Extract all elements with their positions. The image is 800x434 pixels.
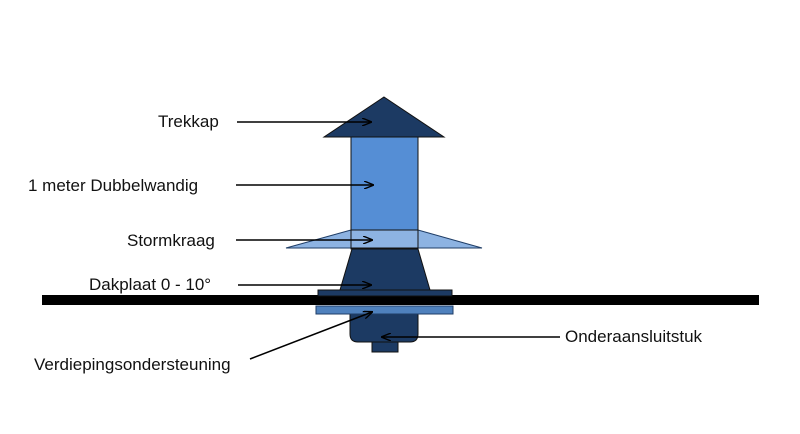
roof-plate-flange <box>317 289 453 297</box>
bottom-connector <box>349 311 419 343</box>
support-plate <box>315 305 454 315</box>
label-onderaansluitstuk: Onderaansluitstuk <box>565 327 703 346</box>
label-trekkap: Trekkap <box>158 112 219 131</box>
storm-collar-band <box>350 229 419 249</box>
label-stormkraag: Stormkraag <box>127 231 215 250</box>
roof-plate-cone <box>339 248 431 291</box>
rain-cap <box>322 96 446 138</box>
label-verdiepingsondersteuning: Verdiepingsondersteuning <box>34 355 231 374</box>
arrow-verdiepingsondersteuning <box>249 312 372 360</box>
label-dakplaat: Dakplaat 0 - 10° <box>89 275 211 294</box>
roof-line <box>42 295 759 305</box>
label-dubbelwandig: 1 meter Dubbelwandig <box>28 176 198 195</box>
